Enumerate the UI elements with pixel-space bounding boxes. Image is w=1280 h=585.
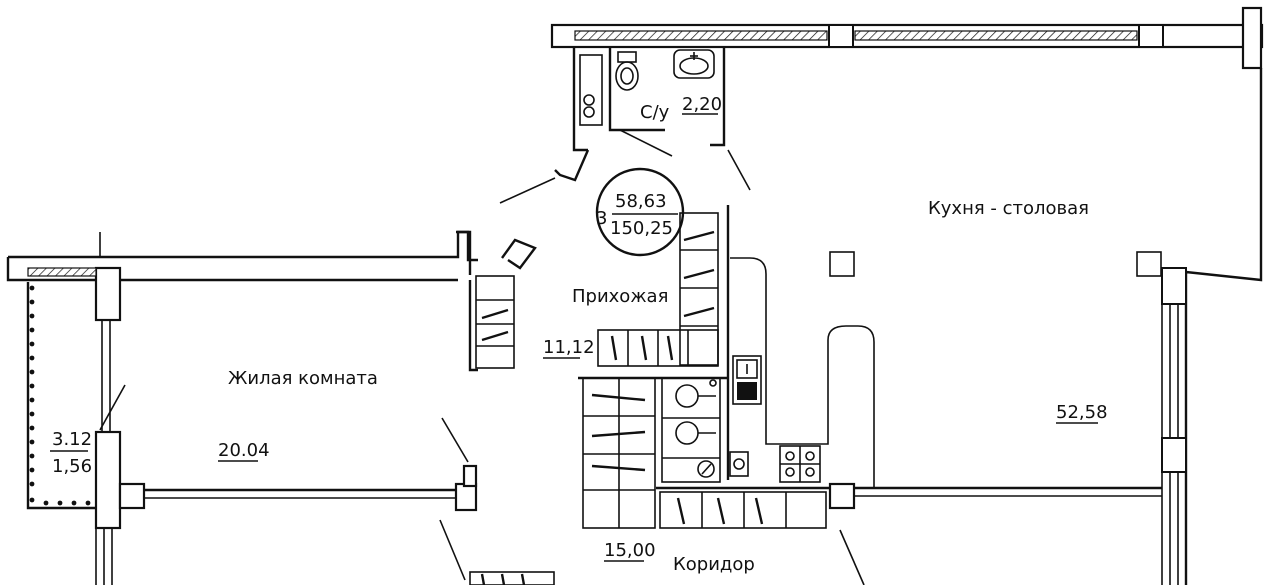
kitchen: Кухня - столовая 52,58 — [729, 198, 1162, 585]
bottom-cabinet — [469, 571, 555, 585]
column-2 — [1136, 251, 1162, 277]
bottom-wardrobe — [659, 491, 827, 529]
top-exterior-wall — [550, 6, 1264, 70]
rooms-count: 3 — [596, 208, 607, 229]
corridor-area: 15,00 — [604, 540, 656, 561]
living-area: 20.04 — [218, 440, 270, 461]
bathroom: С/у 2,20 — [499, 47, 751, 204]
corridor: 15,00 Коридор — [469, 376, 830, 585]
hall: Прихожая 11,12 — [543, 205, 730, 480]
hall-name: Прихожая — [572, 286, 668, 307]
living-room: Жилая комната 20.04 — [6, 230, 537, 581]
bathroom-name: С/у — [640, 102, 670, 123]
bathroom-area: 2,20 — [682, 94, 722, 115]
balcony-railing — [29, 285, 91, 506]
living-name: Жилая комната — [228, 368, 378, 389]
apartment-summary: 3 58,63 150,25 — [595, 167, 685, 257]
small-appliance-icon — [729, 451, 749, 477]
washing-machine-block — [661, 377, 721, 483]
living-area-value: 58,63 — [615, 191, 667, 212]
living-wardrobe — [475, 275, 515, 369]
balcony-area-top: 3.12 — [52, 429, 92, 450]
balcony-area-bottom: 1,56 — [52, 456, 92, 477]
shower-icon — [579, 54, 603, 126]
kitchen-name: Кухня - столовая — [928, 198, 1089, 219]
corridor-name: Коридор — [673, 554, 755, 575]
kitchen-counter — [730, 257, 875, 488]
kitchen-area: 52,58 — [1056, 402, 1108, 423]
toilet-tank-icon — [617, 51, 637, 63]
hall-area: 11,12 — [543, 337, 595, 358]
total-area-value: 150,25 — [610, 218, 673, 239]
balcony: 3.12 1,56 — [26, 267, 97, 510]
toilet-icon — [615, 61, 639, 91]
column-1 — [829, 251, 855, 277]
kitchen-sink-icon — [732, 355, 762, 405]
right-exterior-wall — [1161, 68, 1263, 585]
wardrobe-vertical — [679, 212, 719, 366]
washbasin-icon — [673, 49, 715, 79]
